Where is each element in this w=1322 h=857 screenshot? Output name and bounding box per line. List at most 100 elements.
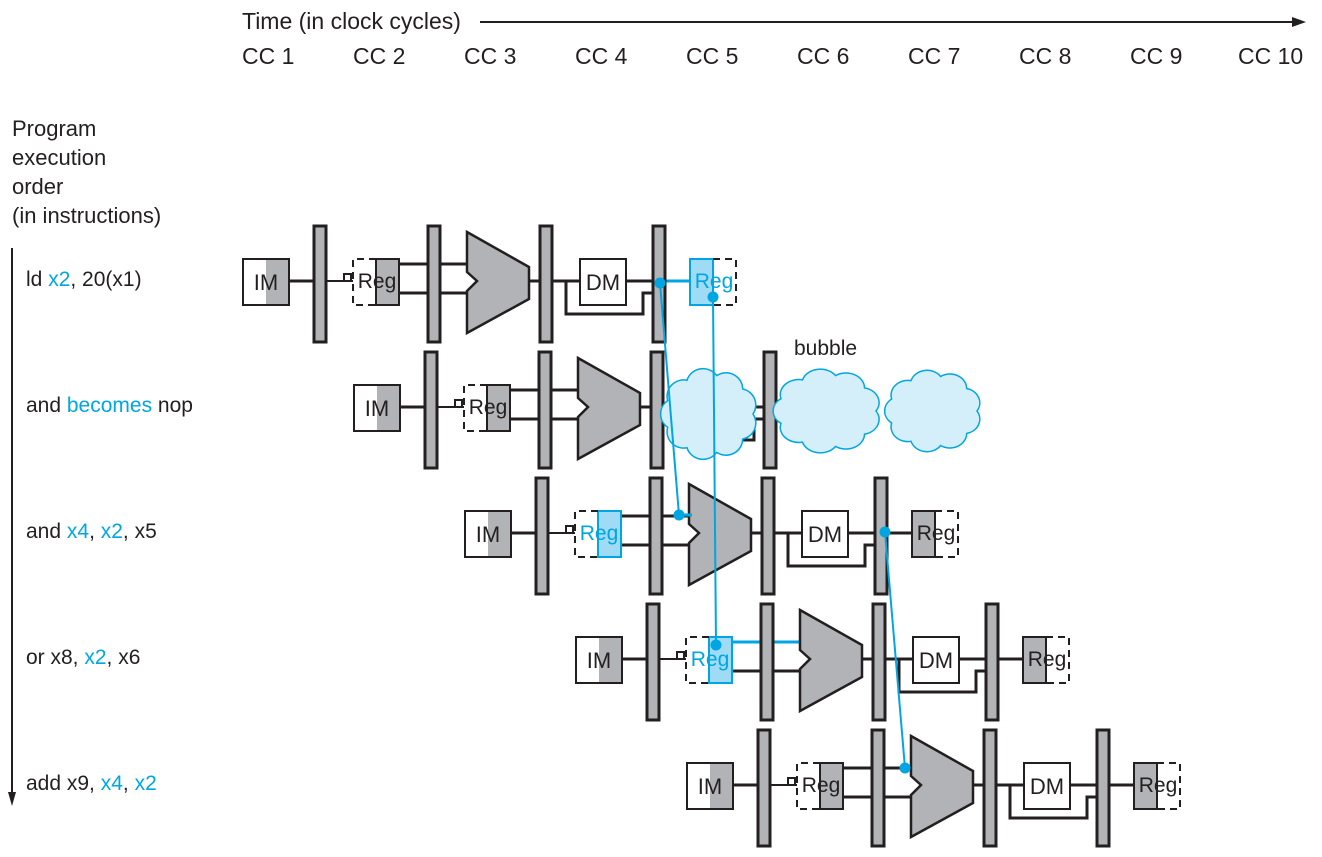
instruction-text: ,: [122, 772, 135, 795]
datapath-wire: [897, 659, 985, 694]
register-file-read-read-half: [375, 258, 400, 306]
pipeline-register-id-ex: [870, 728, 886, 848]
instruction-text: , x5: [122, 520, 157, 543]
instruction-memory-label: IM: [587, 648, 611, 673]
pipeline-register-ex-mem: [538, 224, 554, 344]
register-file-read-label: Reg: [691, 648, 730, 671]
instruction-memory-read-half: [710, 764, 732, 808]
data-memory-frame: [1023, 762, 1071, 810]
pipeline-register-mem-wb: [984, 602, 1000, 722]
program-order-label-line: order: [12, 174, 64, 199]
register-file-write-write-half: [689, 258, 714, 306]
program-order-label-line: Program: [12, 116, 97, 141]
pipeline-register-ex-mem: [871, 602, 887, 722]
register-file-write-label: Reg: [1139, 774, 1178, 797]
clock-cycle-label: CC 4: [575, 43, 628, 69]
instruction-memory-label: IM: [365, 396, 389, 421]
instruction-text: and: [26, 520, 67, 543]
datapath-wire: [786, 533, 874, 568]
clock-cycle-label: CC 10: [1238, 43, 1304, 69]
bubble-cloud-outline: [659, 367, 757, 461]
alu: [576, 355, 642, 462]
register-file-write-label: Reg: [917, 522, 956, 545]
clock-cycle-label: CC 1: [242, 43, 295, 69]
instruction-label: and x4, x2, x5: [26, 520, 157, 544]
data-memory-frame: [801, 510, 849, 558]
clock-cycle-label: CC 8: [1019, 43, 1072, 69]
dependency-line: [659, 282, 680, 516]
bubble-cloud-outline: [772, 368, 880, 454]
pipeline-register-ex-mem: [760, 476, 776, 596]
time-axis-arrowhead: [1292, 17, 1306, 27]
instruction-label: or x8, x2, x6: [26, 646, 140, 670]
clock-cycle-label: CC 5: [686, 43, 739, 69]
pipeline-register-if-id: [645, 602, 661, 722]
alu: [909, 733, 975, 840]
instruction-memory-read-half: [488, 512, 510, 556]
highlighted-register: x4: [100, 772, 123, 795]
alu: [798, 607, 864, 714]
alu: [465, 229, 531, 336]
register-file-write-label: Reg: [695, 270, 734, 293]
pipeline-register-if-id: [534, 476, 550, 596]
instruction-text: or x8,: [26, 646, 85, 669]
program-order-label-line: execution: [12, 145, 107, 170]
datapath-wire: [327, 273, 352, 282]
highlighted-register: x4: [66, 520, 90, 543]
highlighted-register: x2: [84, 646, 107, 669]
pipeline-register-id-ex: [759, 602, 775, 722]
dependency-dot: [899, 762, 911, 774]
datapath-wire: [564, 281, 652, 316]
clock-cycle-label: CC 6: [797, 43, 850, 69]
highlighted-register: becomes: [66, 394, 153, 417]
clock-cycle-label: CC 9: [1130, 43, 1183, 69]
highlighted-register: x2: [100, 520, 123, 543]
register-file-write-label: Reg: [1028, 648, 1067, 671]
datapath-wire: [771, 777, 796, 786]
pipeline-register-id-ex: [426, 224, 442, 344]
instruction-memory-label: IM: [254, 270, 278, 295]
dependency-dot: [710, 639, 722, 651]
register-file-read-label: Reg: [580, 522, 619, 545]
pipeline-register-ex-mem: [982, 728, 998, 848]
instruction-text: ,: [89, 520, 101, 543]
pipeline-register-id-ex: [648, 476, 664, 596]
register-file-read-read-half: [597, 510, 622, 558]
highlighted-register: x2: [134, 772, 157, 795]
bubble-cloud-mem: [772, 368, 880, 454]
instruction-text: and: [26, 394, 67, 417]
program-order-arrowhead: [8, 792, 16, 806]
register-file-read-label: Reg: [802, 774, 841, 797]
pipeline-register-id-ex: [537, 350, 553, 470]
instruction-label: and becomes nop: [26, 394, 193, 418]
bubble-label: bubble: [794, 337, 858, 360]
datapath-wire: [1008, 785, 1096, 820]
pipeline-register-if-id: [312, 224, 328, 344]
bubble-cloud-wb: [883, 369, 981, 453]
clock-cycle-label: CC 2: [353, 43, 406, 69]
datapath-wire: [549, 525, 574, 534]
instruction-text: nop: [152, 394, 193, 417]
instruction-memory-read-half: [377, 386, 399, 430]
register-file-write-write-half: [1133, 762, 1158, 810]
data-memory-label: DM: [586, 270, 620, 295]
data-memory-label: DM: [808, 522, 842, 547]
data-memory-label: DM: [919, 648, 953, 673]
dependency-line: [712, 296, 717, 646]
instruction-text: ld: [26, 268, 49, 291]
data-memory-frame: [912, 636, 960, 684]
register-file-read-read-half: [486, 384, 511, 432]
program-order-label-line: (in instructions): [12, 203, 162, 228]
datapath-wire: [438, 399, 463, 408]
alu: [687, 481, 753, 588]
pipeline-register-if-id: [756, 728, 772, 848]
pipeline-register-mem-wb: [1095, 728, 1111, 848]
instruction-label: add x9, x4, x2: [26, 772, 157, 796]
time-axis-label: Time (in clock cycles): [242, 8, 461, 34]
dependency-dot: [654, 277, 666, 289]
pipeline-register-if-id: [423, 350, 439, 470]
register-file-write-write-half: [911, 510, 936, 558]
